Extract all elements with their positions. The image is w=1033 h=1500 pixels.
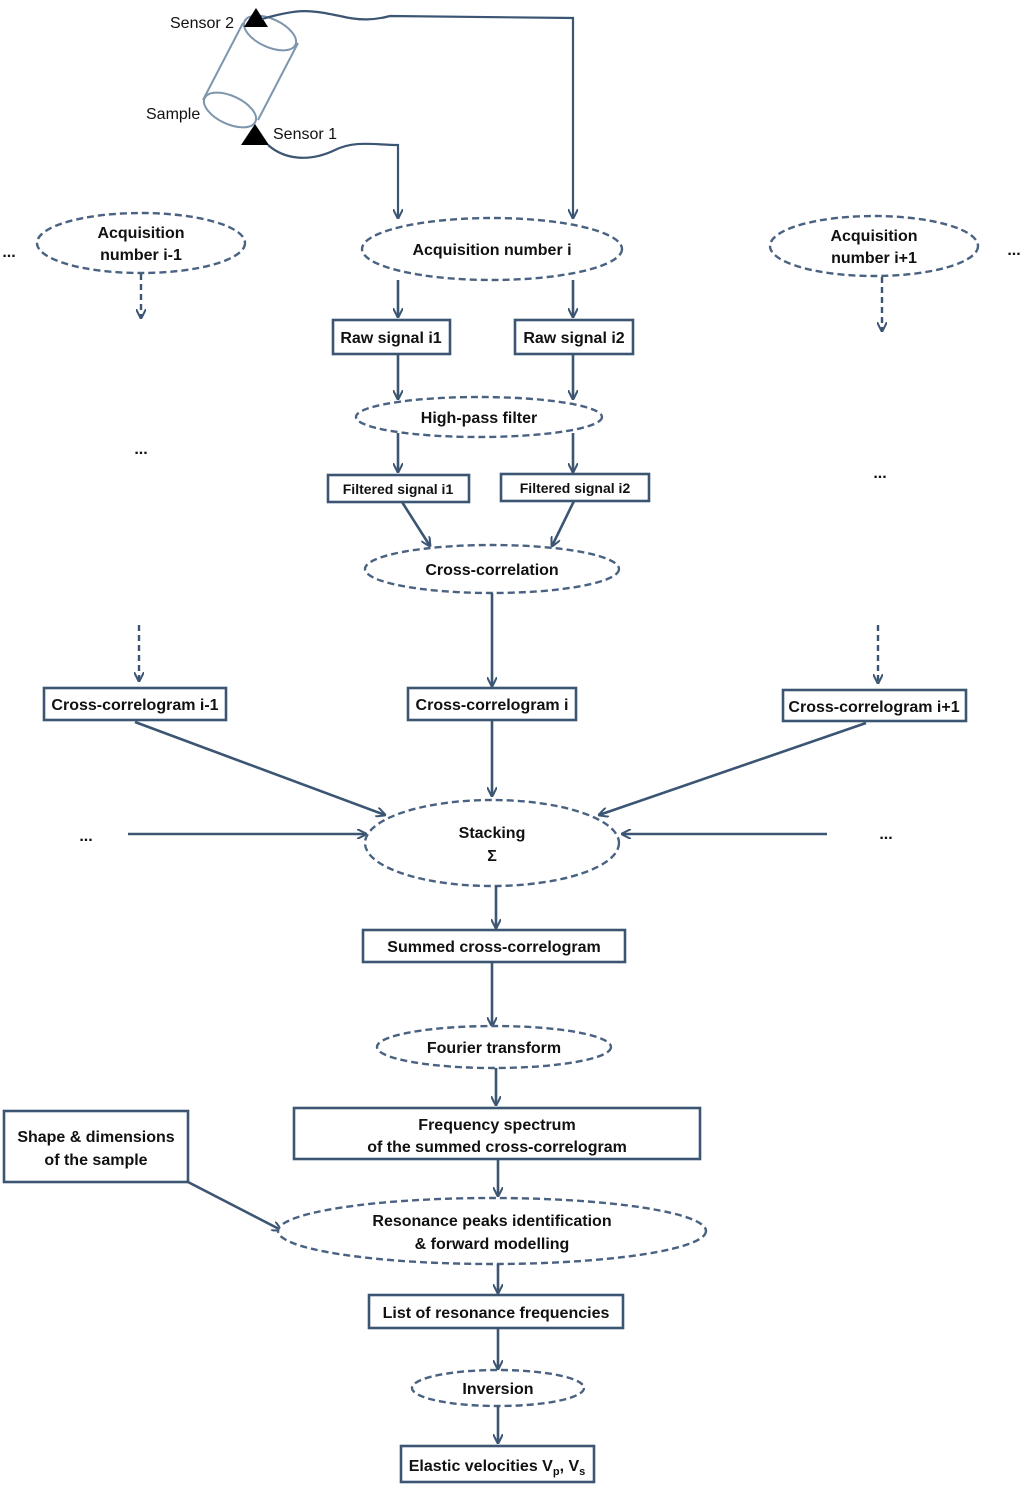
shape-dimensions-box bbox=[2, 1109, 190, 1184]
elastic-velocities-label: Elastic velocities Vp, Vs bbox=[409, 1458, 586, 1478]
raw-signal-1-box bbox=[331, 318, 452, 356]
cross-correlogram-next-label: Cross-correlogram i+1 bbox=[788, 699, 959, 716]
resonance-list-label: List of resonance frequencies bbox=[383, 1305, 610, 1322]
cross-correlation-label: Cross-correlation bbox=[425, 562, 558, 579]
sensor-2-cable bbox=[261, 10, 573, 218]
cross-correlogram-prev-label: Cross-correlogram i-1 bbox=[51, 697, 218, 714]
summed-cross-correlogram-box bbox=[361, 928, 627, 964]
frequency-spectrum-line1: Frequency spectrum bbox=[418, 1117, 575, 1134]
stacking-label: Stacking bbox=[459, 825, 526, 842]
elastic-velocities-box bbox=[399, 1444, 596, 1484]
filtered-signal-2-box bbox=[499, 472, 651, 503]
ellipsis-stack-left: ... bbox=[79, 828, 92, 845]
acquisition-next-line2: number i+1 bbox=[831, 250, 917, 267]
raw-signal-2-box bbox=[513, 318, 635, 356]
cross-correlogram-i-box bbox=[406, 686, 578, 722]
high-pass-filter-node bbox=[354, 395, 604, 439]
fourier-transform-node bbox=[375, 1024, 613, 1070]
acquisition-prev-node bbox=[35, 211, 247, 275]
cross-correlogram-prev-box bbox=[42, 686, 228, 722]
sensor-1-cable bbox=[267, 142, 398, 218]
shape-dimensions-line1: Shape & dimensions bbox=[17, 1129, 174, 1146]
ellipsis-prev-middle: ... bbox=[134, 441, 147, 458]
ellipsis-next-middle: ... bbox=[873, 465, 886, 482]
summed-cross-correlogram-label: Summed cross-correlogram bbox=[387, 939, 600, 956]
elastic-s-subscript: s bbox=[579, 1466, 585, 1478]
sample-label: Sample bbox=[146, 106, 200, 123]
acquisition-next-node bbox=[768, 214, 980, 278]
acquisition-next-line1: Acquisition bbox=[830, 228, 917, 245]
acquisition-prev-line2: number i-1 bbox=[100, 247, 182, 264]
frequency-spectrum-box bbox=[292, 1106, 702, 1161]
ellipsis-top-left: ... bbox=[2, 244, 15, 261]
resonance-peaks-node bbox=[276, 1196, 708, 1266]
sensor-1-icon bbox=[241, 124, 269, 145]
cross-correlogram-i-label: Cross-correlogram i bbox=[416, 697, 569, 714]
ellipsis-top-right: ... bbox=[1007, 242, 1020, 259]
raw-signal-2-label: Raw signal i2 bbox=[523, 330, 624, 347]
elastic-prefix: Elastic velocities V bbox=[409, 1458, 553, 1475]
arrow-cc-prev-to-stacking bbox=[134, 720, 385, 815]
sensor-2-label: Sensor 2 bbox=[170, 15, 234, 32]
ellipsis-stack-right: ... bbox=[879, 826, 892, 843]
fourier-transform-label: Fourier transform bbox=[427, 1040, 561, 1057]
shape-dimensions-line2: of the sample bbox=[44, 1152, 147, 1169]
arrow-shape-to-resonance bbox=[187, 1180, 281, 1230]
acquisition-i-node bbox=[360, 216, 624, 282]
acquisition-prev-line1: Acquisition bbox=[97, 225, 184, 242]
filtered-signal-2-label: Filtered signal i2 bbox=[520, 480, 631, 496]
stacking-node bbox=[363, 798, 621, 888]
elastic-separator: , V bbox=[560, 1458, 580, 1475]
arrow-filt1-to-xcorr bbox=[400, 501, 430, 546]
cross-correlogram-next-box bbox=[781, 688, 968, 723]
inversion-label: Inversion bbox=[462, 1381, 533, 1398]
arrow-cc-next-to-stacking bbox=[599, 721, 867, 815]
resonance-peaks-line2: & forward modelling bbox=[415, 1236, 570, 1253]
acquisition-i-label: Acquisition number i bbox=[412, 242, 571, 259]
filtered-signal-1-label: Filtered signal i1 bbox=[343, 481, 454, 497]
sigma-symbol: Σ bbox=[487, 848, 497, 865]
filtered-signal-1-box bbox=[326, 473, 471, 504]
elastic-p-subscript: p bbox=[553, 1466, 560, 1478]
raw-signal-1-label: Raw signal i1 bbox=[340, 330, 441, 347]
arrow-filt2-to-xcorr bbox=[552, 500, 576, 546]
frequency-spectrum-line2: of the summed cross-correlogram bbox=[367, 1139, 627, 1156]
resonance-list-box bbox=[367, 1293, 625, 1330]
sensor-2-icon bbox=[244, 8, 268, 27]
resonance-peaks-line1: Resonance peaks identification bbox=[372, 1213, 611, 1230]
sensor-1-label: Sensor 1 bbox=[273, 126, 337, 143]
high-pass-filter-label: High-pass filter bbox=[421, 410, 537, 427]
